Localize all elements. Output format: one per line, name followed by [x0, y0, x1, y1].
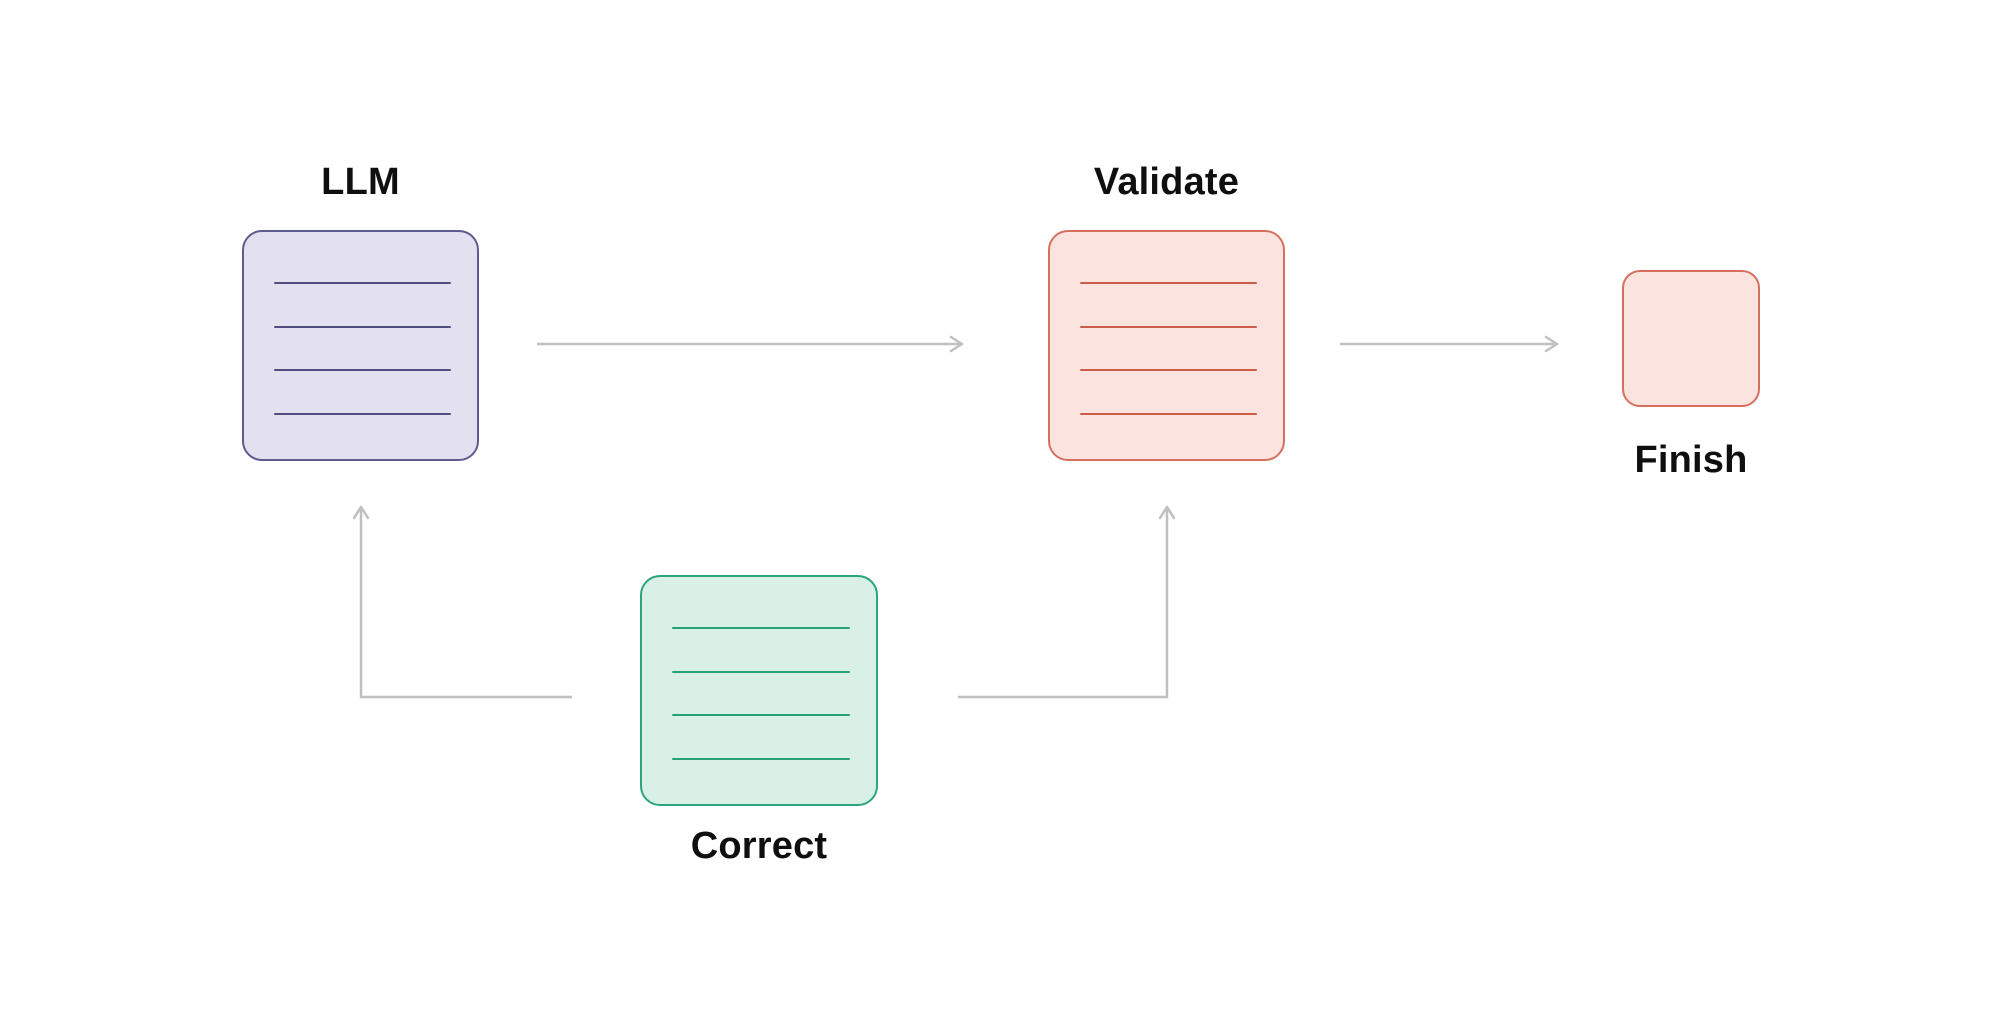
- note-lines: [274, 232, 451, 459]
- node-validate: [1048, 230, 1285, 461]
- note-line: [672, 626, 850, 629]
- note-line: [274, 413, 451, 416]
- node-correct: [640, 575, 878, 806]
- node-label-correct: Correct: [690, 825, 828, 867]
- node-llm: [242, 230, 479, 461]
- note-line: [1080, 413, 1257, 416]
- node-label-validate: Validate: [1093, 161, 1240, 203]
- note-lines: [672, 577, 850, 804]
- edge-correct-to-llm: [352, 505, 572, 699]
- note-line: [274, 369, 451, 372]
- note-line: [672, 670, 850, 673]
- note-line: [274, 281, 451, 284]
- note-line: [274, 325, 451, 328]
- note-line: [1080, 325, 1257, 328]
- node-label-llm: LLM: [321, 161, 400, 203]
- note-line: [672, 714, 850, 717]
- note-lines: [1080, 232, 1257, 459]
- note-line: [672, 758, 850, 761]
- edge-correct-to-validate: [958, 505, 1176, 699]
- node-finish: [1622, 270, 1760, 407]
- note-line: [1080, 369, 1257, 372]
- node-label-finish: Finish: [1634, 439, 1748, 481]
- note-line: [1080, 281, 1257, 284]
